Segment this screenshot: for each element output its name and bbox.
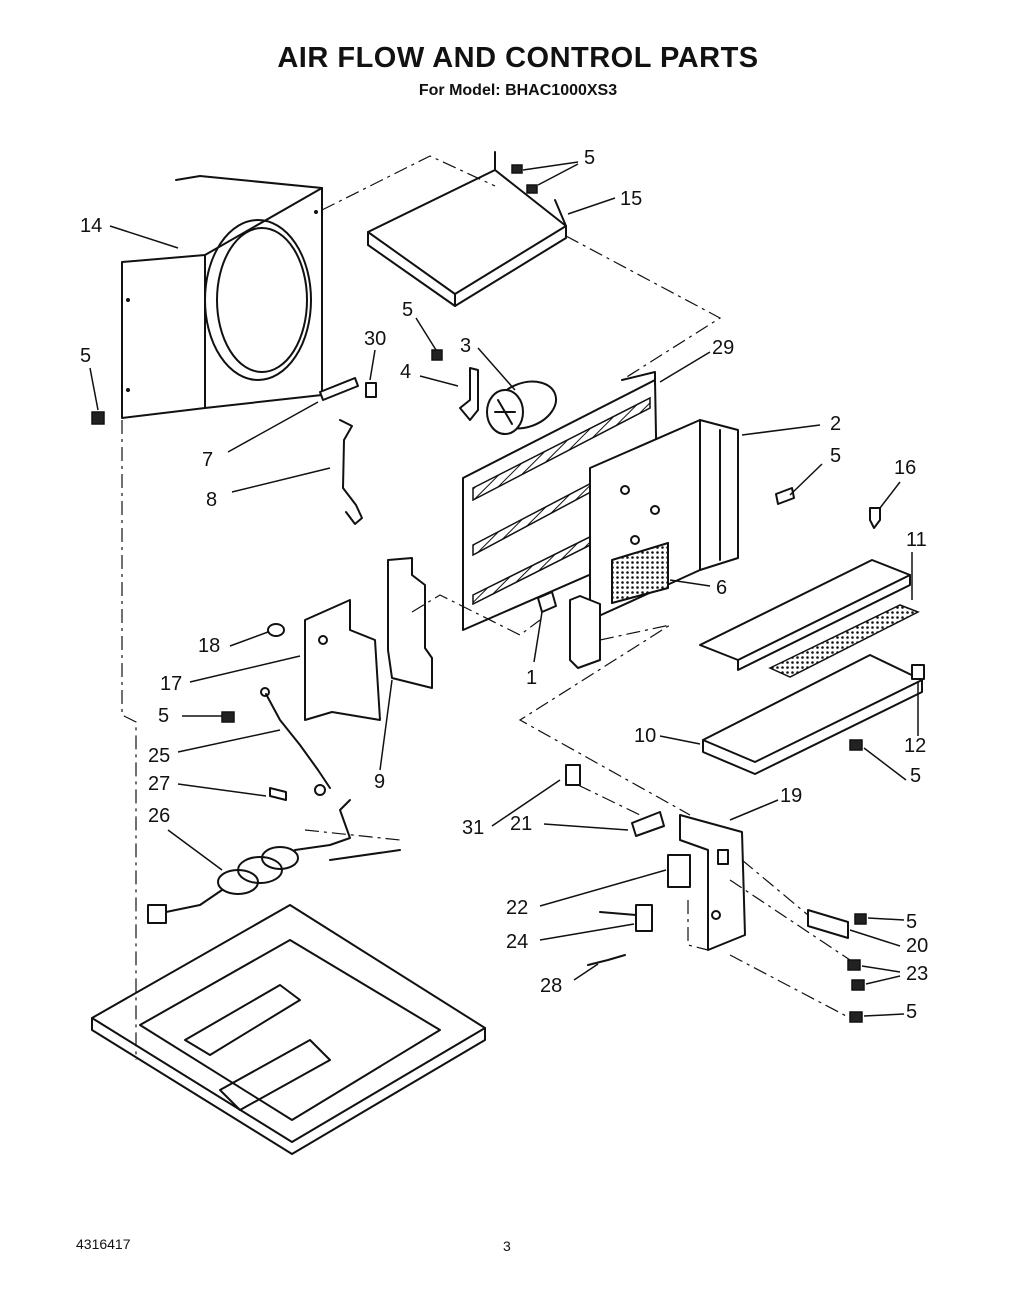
callout-25: 25: [148, 745, 170, 767]
leader-lines: [89, 161, 919, 1017]
callout-11: 11: [906, 529, 927, 551]
callout-10: 10: [634, 725, 656, 747]
screw-5-bracket: [775, 487, 795, 505]
part-17-bracket: [304, 599, 381, 721]
callout-9: 9: [374, 771, 385, 793]
part-3-capacitor: [486, 380, 557, 435]
page-number: 3: [503, 1238, 511, 1254]
part-30-clip: [365, 382, 377, 398]
screw-5-harness: [221, 711, 235, 723]
screw-5-plate-a: [854, 913, 867, 925]
callout-5: 5: [910, 765, 921, 787]
callout-3: 3: [460, 335, 471, 357]
part-31-bracket: [565, 764, 581, 786]
part-22-switch: [667, 854, 691, 888]
callout-28: 28: [540, 975, 562, 997]
base-pan: [91, 904, 486, 1155]
callouts: 5 15 14 5 30 3 29 5 4 7 2 5 16 8 11 6 18…: [80, 147, 928, 1023]
callout-12: 12: [904, 735, 926, 757]
callout-4: 4: [400, 361, 411, 383]
part-10-tray: [702, 654, 923, 775]
callout-5: 5: [906, 911, 917, 933]
part-20-relay: [807, 909, 849, 939]
callout-18: 18: [198, 635, 220, 657]
part-26-power-cord: [147, 799, 401, 924]
screw-5-tray: [849, 739, 863, 751]
part-24-switch: [599, 904, 653, 932]
part-11-air-grille: [699, 559, 911, 671]
callout-29: 29: [712, 337, 734, 359]
part-1-switch: [537, 591, 601, 669]
part-18-grommet: [267, 623, 285, 637]
callout-5: 5: [830, 445, 841, 467]
part-25-harness: [260, 687, 331, 796]
callout-30: 30: [364, 328, 386, 350]
screw-23-a: [847, 959, 865, 991]
screw-5-capacitor: [431, 349, 443, 361]
callout-1: 1: [526, 667, 537, 689]
callout-21: 21: [510, 813, 532, 835]
part-14-shroud: [121, 175, 323, 419]
part-7-bracket: [319, 377, 359, 401]
screw-5-plate-b: [849, 1011, 863, 1023]
screw-5-left: [91, 411, 105, 425]
callout-5: 5: [158, 705, 169, 727]
part-8-rod: [339, 419, 363, 525]
part-16-screw: [869, 507, 881, 529]
callout-20: 20: [906, 935, 928, 957]
callout-5: 5: [80, 345, 91, 367]
part-6-control-board: [611, 541, 669, 604]
callout-22: 22: [506, 897, 528, 919]
callout-7: 7: [202, 449, 213, 471]
part-27-screw: [269, 787, 287, 801]
part-21-clip: [631, 811, 665, 837]
part-4-bracket: [459, 367, 479, 421]
callout-24: 24: [506, 931, 528, 953]
model-subtitle: For Model: BHAC1000XS3: [418, 82, 618, 99]
part-15-top-plate: [367, 151, 567, 307]
callout-26: 26: [148, 805, 170, 827]
assembly-lines: [121, 155, 851, 1060]
document-number: 4316417: [76, 1236, 131, 1252]
part-28-wire: [587, 954, 626, 966]
page-title: AIR FLOW AND CONTROL PARTS: [277, 42, 759, 74]
callout-19: 19: [780, 785, 802, 807]
callout-27: 27: [148, 773, 170, 795]
callout-8: 8: [206, 489, 217, 511]
callout-2: 2: [830, 413, 841, 435]
part-12-clip: [911, 664, 925, 680]
part-11-filter: [768, 604, 920, 678]
callout-15: 15: [620, 188, 642, 210]
screw-5-top: [511, 164, 538, 194]
callout-31: 31: [462, 817, 484, 839]
callout-5: 5: [906, 1001, 917, 1023]
part-9-cover: [387, 557, 433, 689]
callout-14: 14: [80, 215, 102, 237]
callout-23: 23: [906, 963, 928, 985]
callout-5: 5: [584, 147, 595, 169]
callout-16: 16: [894, 457, 916, 479]
callout-5: 5: [402, 299, 413, 321]
callout-6: 6: [716, 577, 727, 599]
callout-17: 17: [160, 673, 182, 695]
